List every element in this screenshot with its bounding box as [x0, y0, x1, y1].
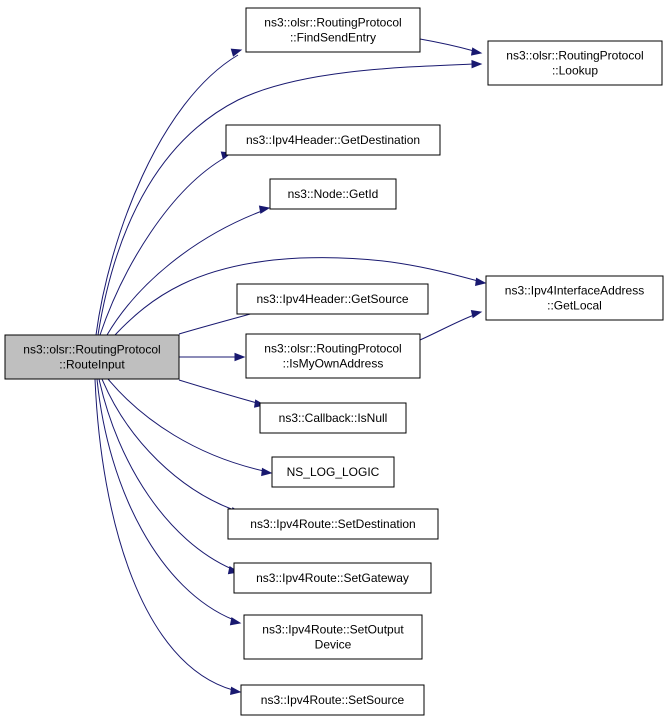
edge-is-my-own-address-to-get-local	[419, 310, 483, 341]
node-label: ns3::olsr::RoutingProtocol	[264, 16, 401, 30]
node-label: ns3::Ipv4Route::SetGateway	[256, 571, 409, 585]
node-box	[236, 283, 429, 315]
node-label: ns3::Ipv4Header::GetDestination	[246, 133, 420, 147]
edge-line	[107, 378, 265, 472]
edge-route-input-to-get-id	[106, 205, 271, 336]
node-find-send-entry[interactable]: ns3::olsr::RoutingProtocol::FindSendEntr…	[245, 7, 421, 53]
arrowhead	[230, 686, 242, 696]
node-get-destination[interactable]: ns3::Ipv4Header::GetDestination	[225, 124, 441, 156]
node-set-source[interactable]: ns3::Ipv4Route::SetSource	[240, 684, 425, 716]
node-route-input[interactable]: ns3::olsr::RoutingProtocol::RouteInput	[4, 334, 180, 380]
node-label: ns3::Ipv4Route::SetDestination	[250, 517, 415, 531]
edge-line	[97, 63, 475, 336]
node-label: ns3::Ipv4Route::SetSource	[261, 693, 405, 707]
node-box	[227, 508, 439, 540]
node-box	[269, 178, 397, 210]
edge-route-input-to-set-output-device	[96, 378, 242, 626]
node-label: ns3::olsr::RoutingProtocol	[506, 49, 643, 63]
node-box	[485, 275, 664, 321]
edge-line	[98, 378, 233, 570]
node-get-source[interactable]: ns3::Ipv4Header::GetSource	[236, 283, 429, 315]
edge-line	[99, 156, 227, 336]
node-label: ns3::Node::GetId	[288, 187, 379, 201]
node-box	[487, 40, 663, 86]
arrowhead	[470, 310, 483, 319]
node-label: ns3::Ipv4Header::GetSource	[256, 292, 408, 306]
node-box	[240, 684, 425, 716]
edge-line	[114, 257, 479, 336]
edge-route-input-to-is-my-own-address	[179, 352, 246, 362]
node-label: NS_LOG_LOGIC	[287, 465, 380, 479]
node-box	[271, 456, 395, 488]
node-set-gateway[interactable]: ns3::Ipv4Route::SetGateway	[233, 562, 432, 594]
edge-line	[419, 314, 475, 341]
edge-route-input-to-set-gateway	[98, 378, 240, 575]
node-layer: ns3::olsr::RoutingProtocol::RouteInputns…	[4, 7, 664, 716]
arrowhead	[261, 467, 273, 477]
arrowhead	[471, 59, 483, 69]
edge-line	[95, 54, 239, 336]
edge-line	[101, 378, 235, 511]
node-label: ::Lookup	[552, 64, 598, 78]
edge-line	[106, 210, 263, 336]
arrowhead	[230, 48, 243, 57]
arrowhead	[470, 47, 483, 56]
edge-line	[96, 378, 235, 621]
node-ns-log-logic[interactable]: NS_LOG_LOGIC	[271, 456, 395, 488]
edge-find-send-entry-to-lookup	[419, 38, 483, 56]
edge-line	[419, 38, 475, 52]
edge-line	[94, 378, 234, 691]
node-get-local[interactable]: ns3::Ipv4InterfaceAddress::GetLocal	[485, 275, 664, 321]
node-label: ::GetLocal	[547, 299, 602, 313]
node-get-id[interactable]: ns3::Node::GetId	[269, 178, 397, 210]
arrowhead	[234, 352, 246, 362]
node-label: ns3::olsr::RoutingProtocol	[23, 343, 160, 357]
node-box	[233, 562, 432, 594]
edge-route-input-to-lookup	[97, 59, 483, 336]
edge-route-input-to-get-destination	[99, 151, 233, 336]
node-lookup[interactable]: ns3::olsr::RoutingProtocol::Lookup	[487, 40, 663, 86]
node-label: ns3::Ipv4InterfaceAddress	[505, 284, 644, 298]
edge-route-input-to-is-null	[178, 379, 266, 408]
node-label: ::FindSendEntry	[290, 31, 376, 45]
node-box	[245, 333, 421, 379]
edge-layer	[94, 38, 487, 696]
edge-line	[178, 379, 258, 404]
node-label: ::IsMyOwnAddress	[283, 357, 384, 371]
node-is-null[interactable]: ns3::Callback::IsNull	[259, 402, 407, 434]
node-box	[259, 402, 407, 434]
node-label: ns3::Ipv4Route::SetOutput	[262, 623, 404, 637]
node-box	[225, 124, 441, 156]
node-label: ::RouteInput	[59, 358, 125, 372]
node-is-my-own-address[interactable]: ns3::olsr::RoutingProtocol::IsMyOwnAddre…	[245, 333, 421, 379]
node-label: ns3::olsr::RoutingProtocol	[264, 342, 401, 356]
node-box	[4, 334, 180, 380]
edge-route-input-to-get-local	[114, 257, 487, 336]
arrowhead	[229, 617, 242, 626]
node-box	[245, 7, 421, 53]
edge-route-input-to-set-destination	[101, 378, 243, 516]
node-set-destination[interactable]: ns3::Ipv4Route::SetDestination	[227, 508, 439, 540]
arrowhead	[258, 205, 271, 214]
node-box	[243, 614, 423, 660]
arrowhead	[475, 277, 487, 286]
edge-route-input-to-ns-log-logic	[107, 378, 273, 477]
node-label: ns3::Callback::IsNull	[279, 411, 388, 425]
edge-route-input-to-set-source	[94, 378, 242, 696]
node-label: Device	[315, 638, 352, 652]
edge-route-input-to-find-send-entry	[95, 48, 243, 336]
